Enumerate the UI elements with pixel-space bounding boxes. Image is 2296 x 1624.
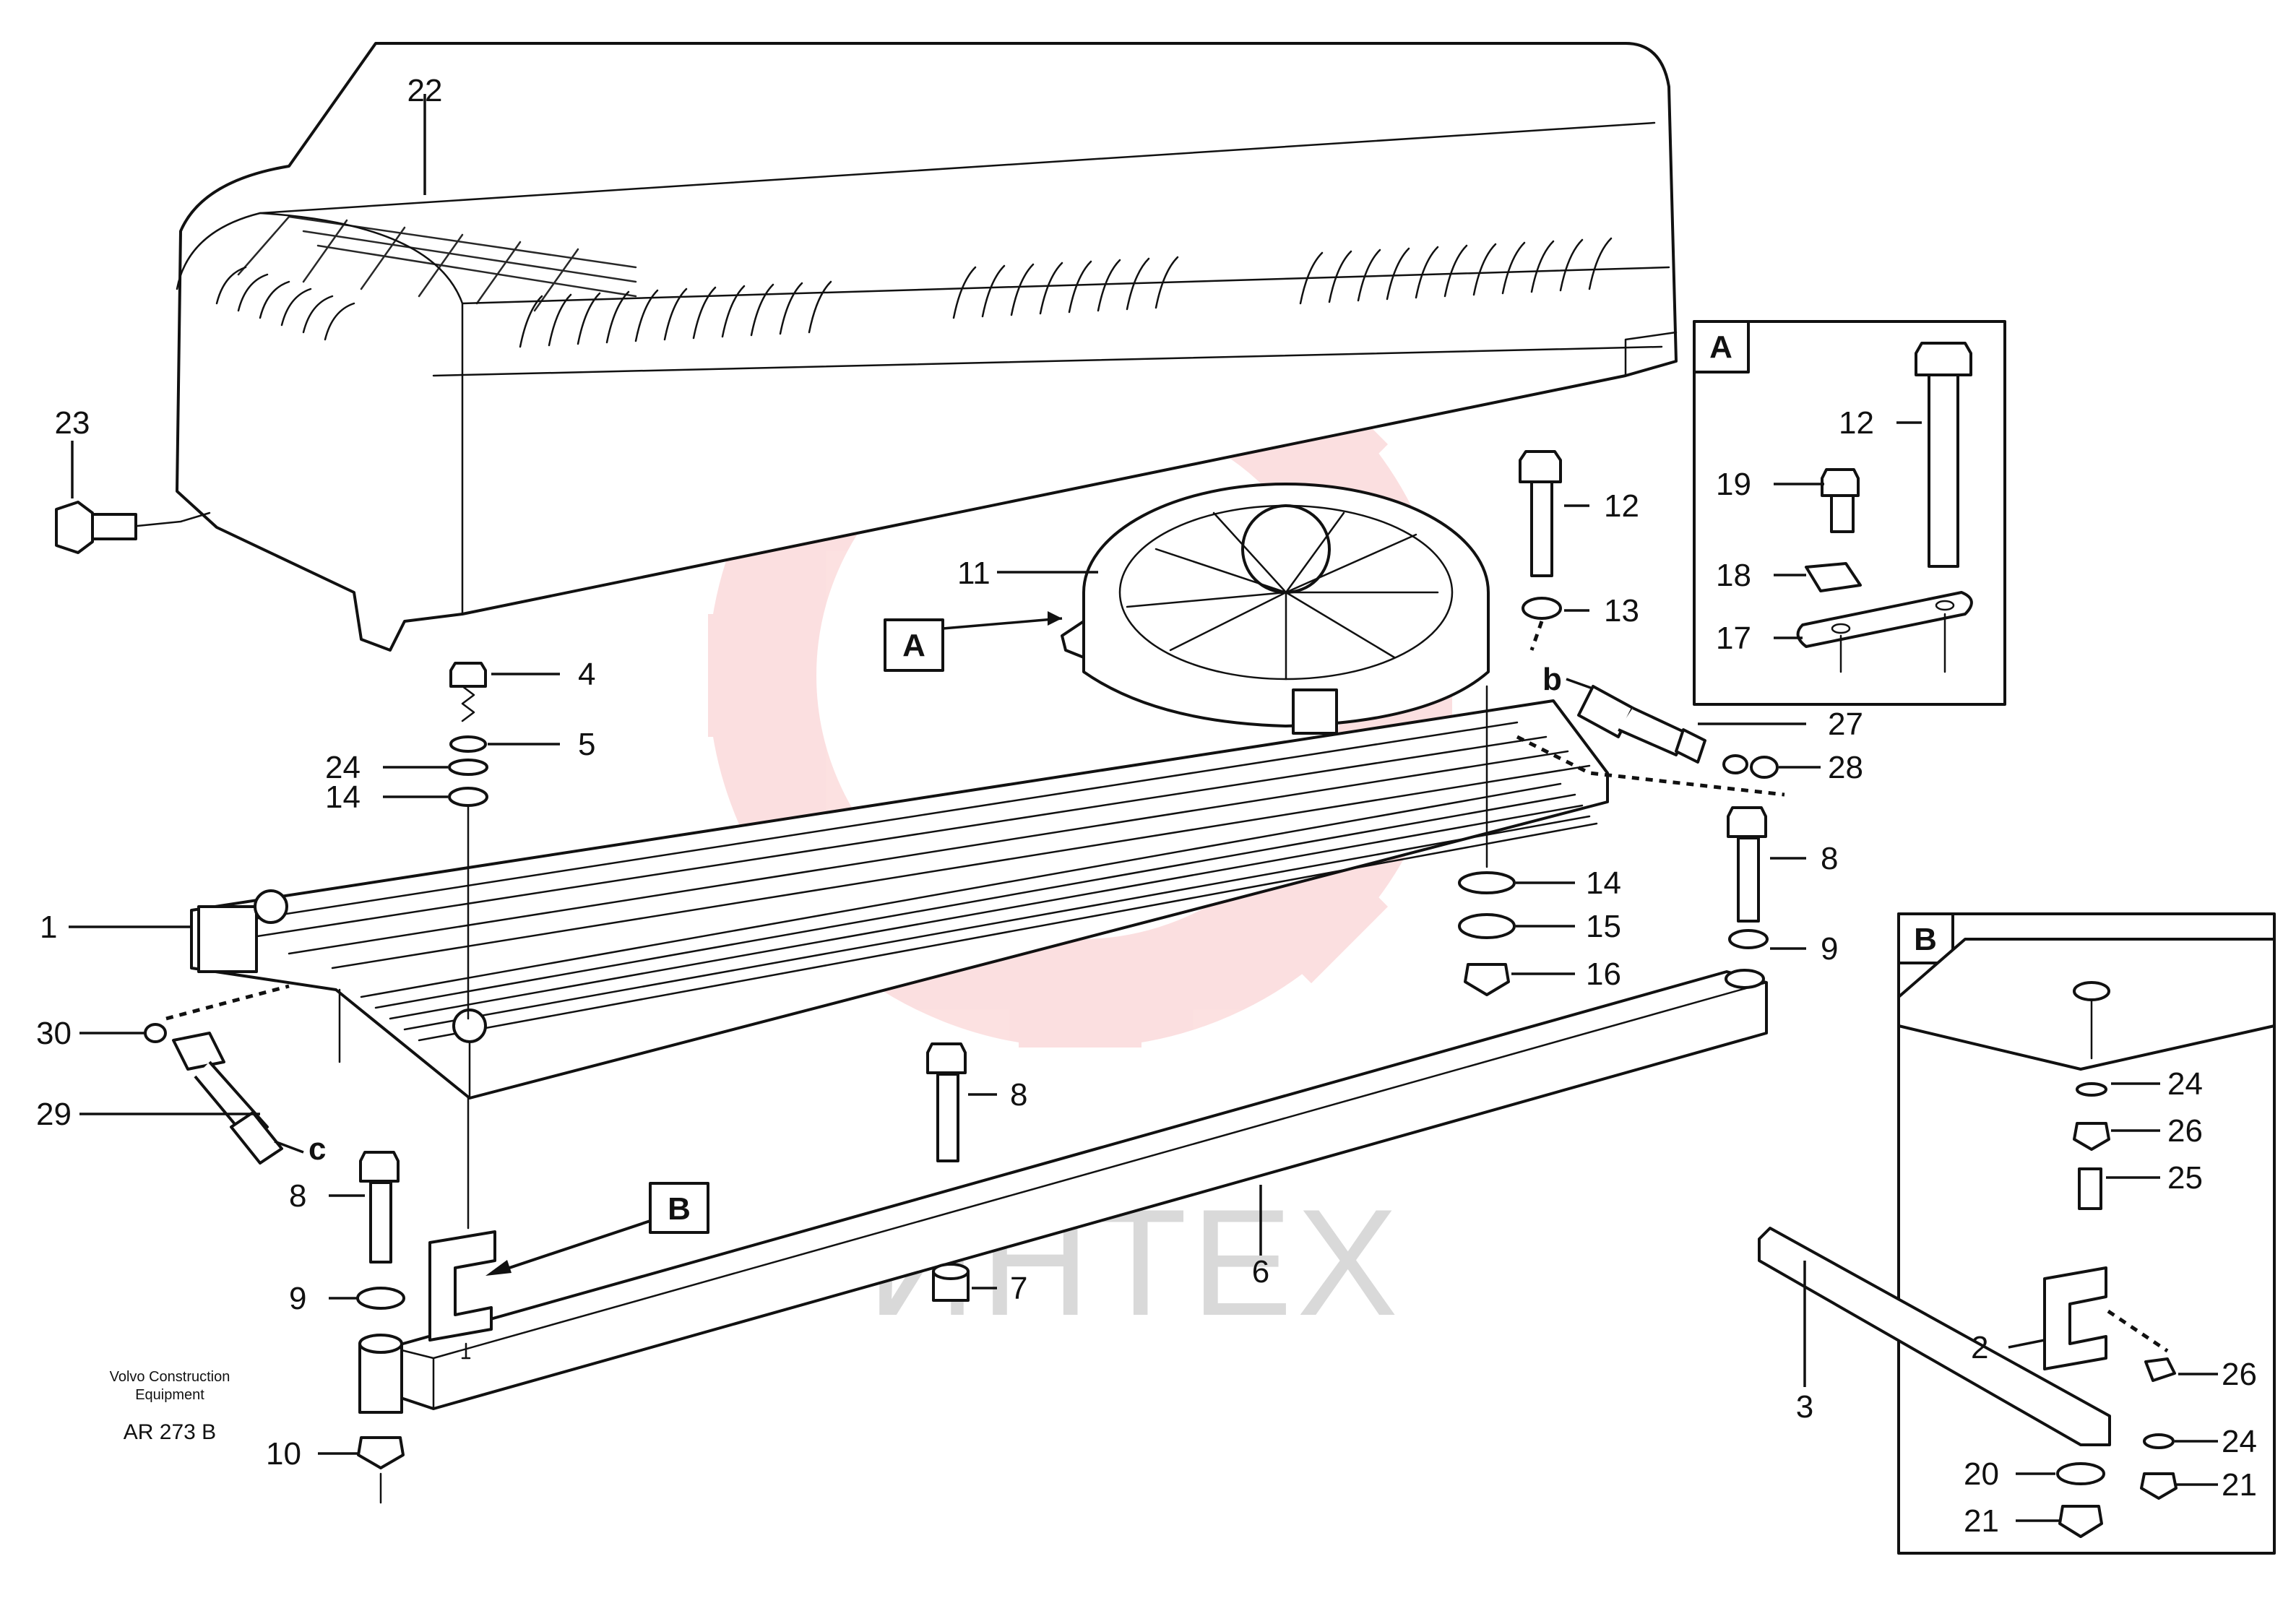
inset-label-3: 3 (1796, 1389, 1813, 1425)
label-5: 5 (578, 727, 595, 762)
label-9b: 9 (289, 1281, 306, 1316)
label-23: 23 (55, 405, 90, 441)
label-6: 6 (1252, 1254, 1269, 1290)
inset-label-19: 19 (1716, 467, 1751, 502)
label-9a: 9 (1821, 931, 1838, 967)
hose-fitting-27 (1577, 685, 1779, 779)
hose-fitting-29 (144, 1023, 283, 1165)
label-29: 29 (36, 1097, 72, 1132)
label-30: 30 (36, 1016, 72, 1051)
label-7: 7 (1010, 1271, 1027, 1306)
label-16: 16 (1586, 956, 1621, 992)
fan-assembly (1061, 483, 1490, 735)
inset-a-label: A (1709, 329, 1732, 365)
label-10: 10 (266, 1436, 301, 1472)
inset-label-18: 18 (1716, 558, 1751, 593)
maker-line-1: Volvo Construction (110, 1369, 230, 1385)
drawing-code: AR 273 B (124, 1420, 216, 1444)
inset-label-17: 17 (1716, 621, 1751, 656)
bolt-8-right (1727, 806, 1769, 949)
label-12: 12 (1604, 488, 1639, 524)
label-24: 24 (325, 750, 361, 785)
callout-b-box (649, 1182, 709, 1234)
washer-stack-right (1458, 871, 1516, 996)
cover-housing (176, 42, 1678, 652)
condenser-core (190, 699, 1609, 1100)
inset-label-21b: 21 (1964, 1503, 1999, 1539)
inset-label-20: 20 (1964, 1456, 1999, 1492)
label-14: 14 (325, 779, 361, 815)
label-15: 15 (1586, 909, 1621, 944)
label-27: 27 (1828, 707, 1863, 742)
bolt-23 (55, 501, 211, 554)
inset-label-24b: 24 (2222, 1424, 2257, 1459)
inset-label-12: 12 (1839, 405, 1874, 441)
bolt-8-mid (926, 1042, 970, 1302)
bolt-8-left (356, 1151, 405, 1469)
inset-label-21a: 21 (2222, 1467, 2257, 1503)
callout-c-lower: c (308, 1131, 326, 1167)
label-14b: 14 (1586, 865, 1621, 901)
inset-a: A (1693, 320, 2006, 706)
callout-b-label: B (668, 1191, 691, 1227)
callout-b-lower: b (1542, 662, 1562, 697)
inset-label-2: 2 (1971, 1330, 1988, 1365)
label-1: 1 (40, 910, 57, 945)
label-4: 4 (578, 657, 595, 692)
label-28: 28 (1828, 750, 1863, 785)
callout-a-label: A (902, 628, 925, 663)
inset-label-26b: 26 (2222, 1357, 2257, 1392)
callout-a-box (884, 618, 944, 672)
inset-label-25: 25 (2167, 1160, 2203, 1196)
inset-label-26a: 26 (2167, 1113, 2203, 1149)
maker-line-2: Equipment (135, 1387, 204, 1403)
inset-b: B (1758, 912, 2276, 1555)
bolt-12 (1519, 450, 1562, 620)
bolt-4-stack (448, 662, 488, 807)
label-22: 22 (407, 73, 443, 108)
label-13: 13 (1604, 593, 1639, 629)
inset-label-24a: 24 (2167, 1066, 2203, 1102)
label-8b: 8 (1010, 1077, 1027, 1113)
bracket-b (428, 1230, 496, 1360)
label-11: 11 (957, 556, 991, 591)
label-8a: 8 (1821, 841, 1838, 876)
label-8c: 8 (289, 1178, 306, 1214)
inset-b-label: B (1914, 922, 1937, 957)
